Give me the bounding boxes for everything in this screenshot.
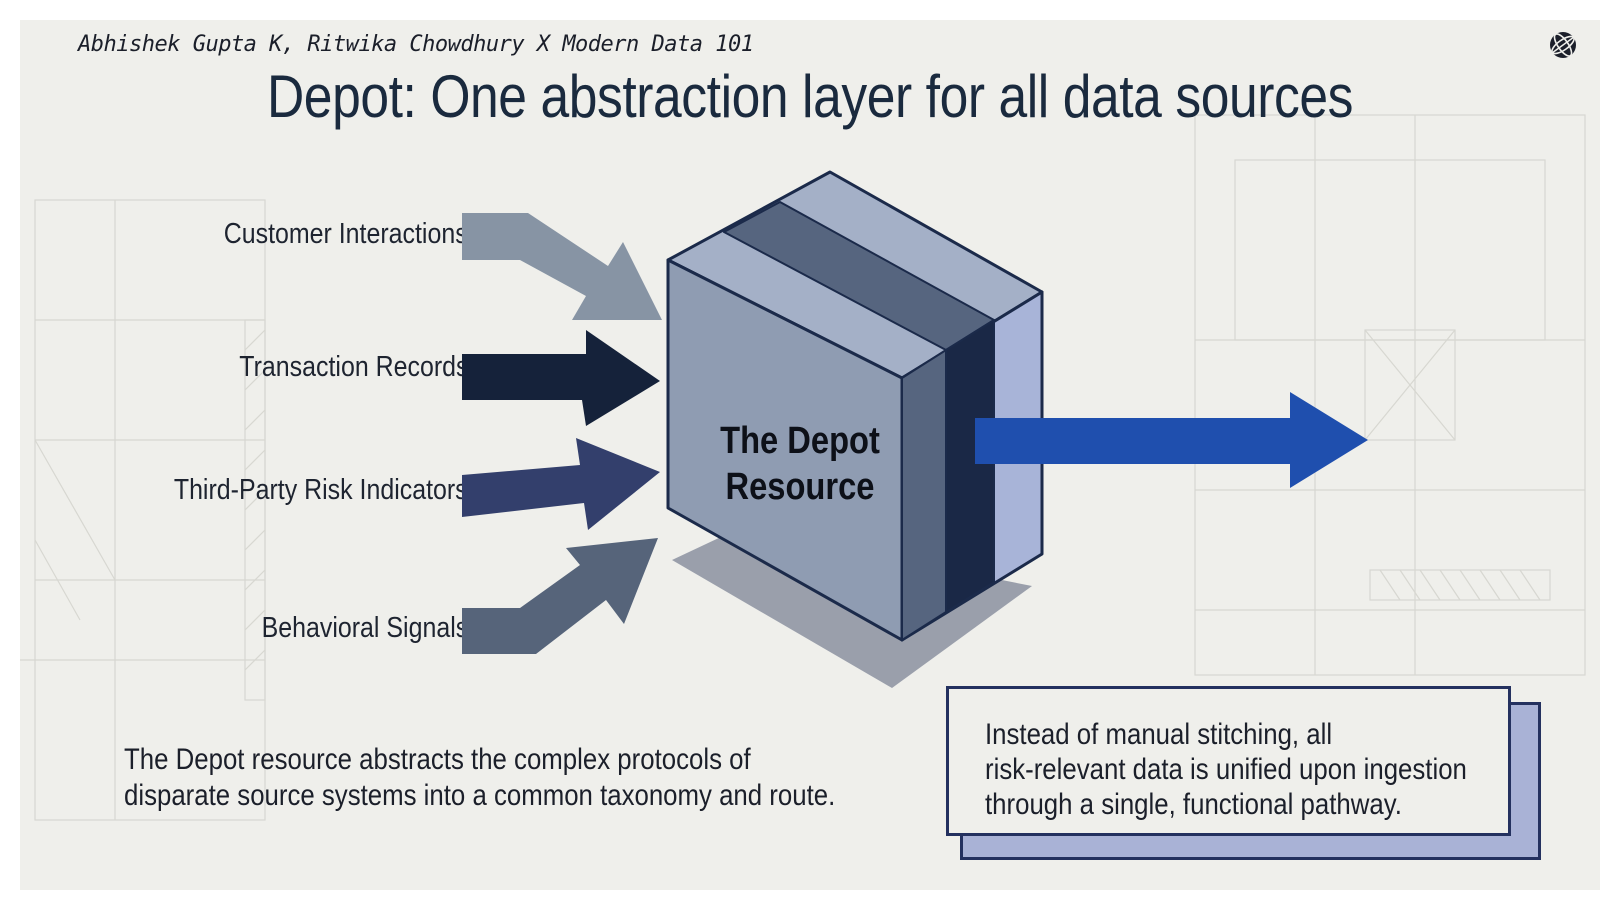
- output-arrow: [975, 392, 1368, 488]
- arrow-customer-interactions: [462, 213, 662, 320]
- caption-line2: disparate source systems into a common t…: [124, 779, 836, 812]
- source-label-customer-interactions: Customer Interactions: [224, 218, 468, 250]
- slide: Abhishek Gupta K, Ritwika Chowdhury X Mo…: [20, 20, 1600, 890]
- description-caption: The Depot resource abstracts the complex…: [124, 742, 898, 814]
- callout-text: Instead of manual stitching, all risk-re…: [985, 717, 1518, 822]
- cube-label: The Depot Resource: [688, 418, 912, 510]
- blueprint-background: [20, 114, 1586, 821]
- callout-box: Instead of manual stitching, all risk-re…: [946, 686, 1511, 836]
- cube-label-line1: The Depot: [720, 420, 880, 462]
- arrow-transaction-records: [462, 330, 660, 426]
- globe-icon[interactable]: [1548, 30, 1578, 60]
- cube-label-line2: Resource: [725, 466, 875, 508]
- page-title: Depot: One abstraction layer for all dat…: [266, 63, 1354, 130]
- callout-line1: Instead of manual stitching, all: [985, 718, 1333, 751]
- callout-line2: risk-relevant data is unified upon inges…: [985, 753, 1467, 786]
- author-byline: Abhishek Gupta K, Ritwika Chowdhury X Mo…: [78, 32, 754, 57]
- caption-line1: The Depot resource abstracts the complex…: [124, 743, 751, 776]
- source-label-transaction-records: Transaction Records: [238, 351, 468, 383]
- depot-diagram: [462, 170, 1368, 688]
- arrow-third-party-risk: [462, 438, 660, 530]
- depot-cube: [666, 170, 1044, 642]
- callout-line3: through a single, functional pathway.: [985, 788, 1402, 821]
- source-label-behavioral-signals: Behavioral Signals: [261, 612, 468, 644]
- source-label-third-party-risk: Third-Party Risk Indicators: [174, 474, 468, 506]
- arrow-behavioral-signals: [462, 538, 658, 654]
